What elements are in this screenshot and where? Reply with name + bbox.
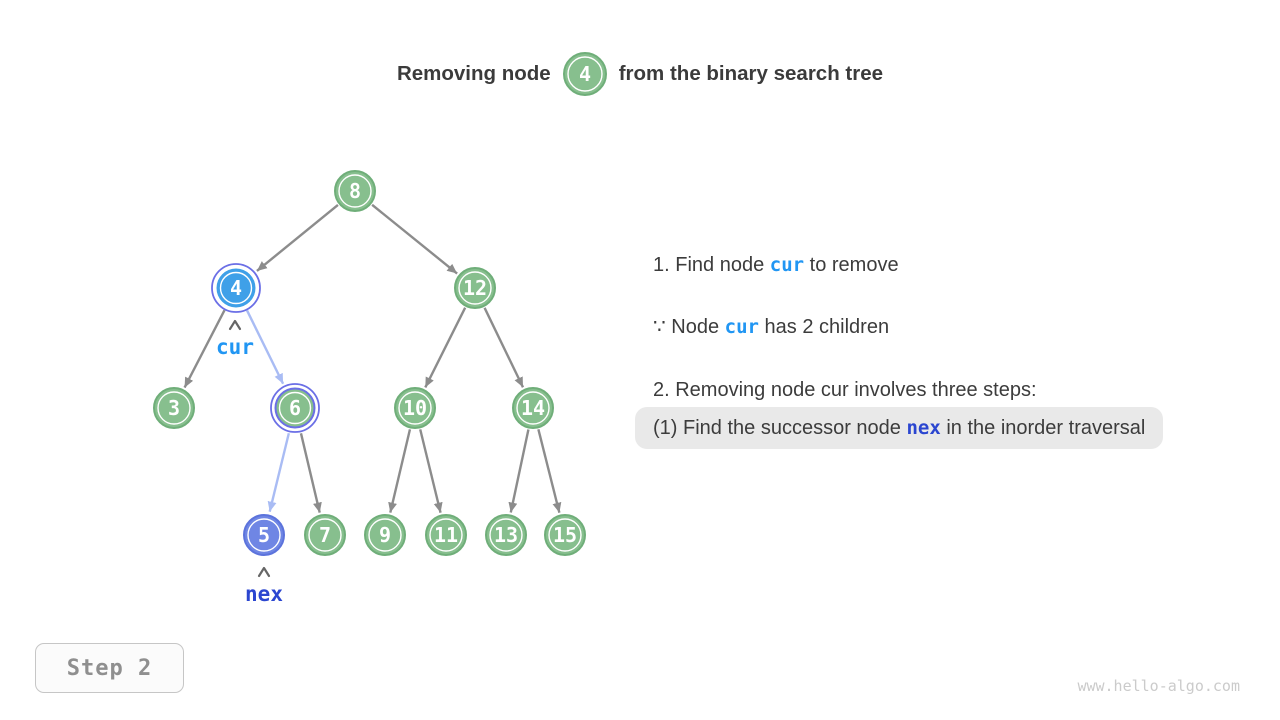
tree-edge-12-14 xyxy=(483,307,525,388)
title-prefix: Removing node xyxy=(396,62,551,85)
tree-node-3: 3 xyxy=(153,387,195,429)
tree-node-value-9: 9 xyxy=(379,523,391,547)
tree-node-8: 8 xyxy=(334,170,376,212)
figure-title: Removing node 4 from the binary search t… xyxy=(0,50,1280,98)
tree-node-15: 15 xyxy=(544,514,586,556)
tree-node-value-8: 8 xyxy=(349,179,361,203)
note-text: has 2 children xyxy=(758,316,890,338)
tree-node-9: 9 xyxy=(364,514,406,556)
tree-edge-4-6 xyxy=(245,309,285,385)
tree-node-value-10: 10 xyxy=(403,396,427,420)
tree-edge-10-9 xyxy=(388,429,412,513)
tree-node-value-6: 6 xyxy=(289,396,301,420)
tree-node-10: 10 xyxy=(394,387,436,429)
title-node-bg xyxy=(562,52,607,96)
variable-nex: nex xyxy=(906,417,941,439)
tree-node-11: 11 xyxy=(425,514,467,556)
tree-node-13: 13 xyxy=(485,514,527,556)
tree-edge-4-3 xyxy=(183,309,226,389)
tree-node-value-4: 4 xyxy=(230,276,242,300)
tree-node-12: 12 xyxy=(454,267,496,309)
step-label: Step 2 xyxy=(66,655,153,681)
watermark-url: www.hello-algo.com xyxy=(1077,677,1240,695)
note-line-1: 1. Find node cur to remove xyxy=(653,251,899,279)
tree-edge-10-11 xyxy=(419,429,443,513)
tree-edge-6-5 xyxy=(267,432,291,512)
note-text: (1) Find the successor node xyxy=(653,417,907,439)
tree-node-value-3: 3 xyxy=(168,396,180,420)
tree-node-value-14: 14 xyxy=(521,396,545,420)
note-text: ∵ Node xyxy=(653,316,725,338)
pointer-nex: nex xyxy=(245,566,283,606)
note-text: to remove xyxy=(804,254,899,276)
pointer-cur: cur xyxy=(216,319,254,359)
title-node-circle: 4 xyxy=(562,52,607,96)
note-line-2: ∵ Node cur has 2 children xyxy=(653,313,889,341)
title-node-inner-ring xyxy=(567,56,603,92)
tree-node-value-11: 11 xyxy=(434,523,458,547)
tree-node-value-15: 15 xyxy=(553,523,577,547)
tree-node-7: 7 xyxy=(304,514,346,556)
note-text: 1. Find node xyxy=(653,254,770,276)
tree-edge-14-13 xyxy=(508,429,530,513)
tree-node-5: 5 xyxy=(243,514,285,556)
variable-cur: cur xyxy=(724,316,759,338)
title-node-value: 4 xyxy=(579,62,591,86)
note-line-4: (1) Find the successor node nex in the i… xyxy=(635,407,1164,449)
caret-up-icon xyxy=(228,319,242,331)
pointer-label-cur: cur xyxy=(216,335,254,359)
tree-node-14: 14 xyxy=(512,387,554,429)
tree-node-value-12: 12 xyxy=(463,276,487,300)
tree-edge-8-12 xyxy=(371,203,458,275)
step-indicator: Step 2 xyxy=(35,643,184,693)
note-text: in the inorder traversal xyxy=(940,417,1146,439)
tree-node-4: 4 xyxy=(211,263,261,313)
note-line-3: 2. Removing node cur involves three step… xyxy=(653,376,1037,404)
tree-edge-8-4 xyxy=(256,203,339,272)
title-suffix: from the binary search tree xyxy=(618,62,884,85)
pointer-label-nex: nex xyxy=(245,582,283,606)
tree-node-value-5: 5 xyxy=(258,523,270,547)
tree-edge-6-7 xyxy=(299,433,322,513)
tree-node-value-7: 7 xyxy=(319,523,331,547)
caret-up-icon xyxy=(257,566,271,578)
variable-cur: cur xyxy=(769,254,805,276)
tree-node-6: 6 xyxy=(270,383,320,433)
tree-edge-14-15 xyxy=(537,429,562,513)
note-text: 2. Removing node cur involves three step… xyxy=(653,379,1037,401)
tree-edge-12-10 xyxy=(424,307,467,388)
tree-node-value-13: 13 xyxy=(494,523,518,547)
